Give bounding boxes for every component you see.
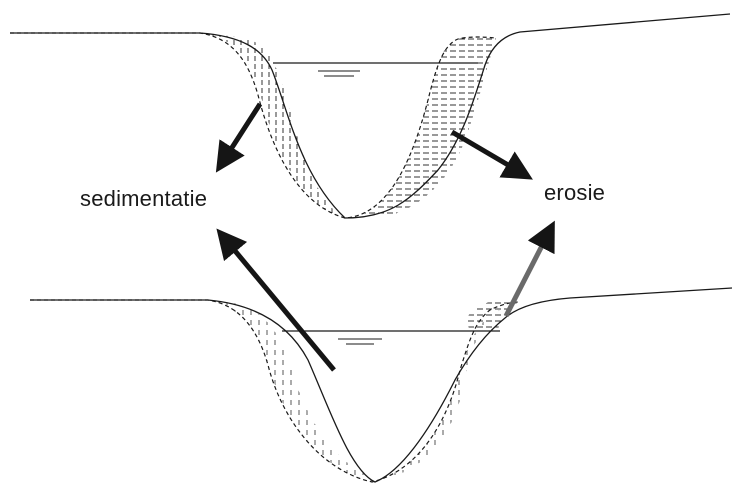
- bottom-water-level-symbol: [338, 339, 382, 344]
- top-water-level-symbol: [318, 71, 360, 76]
- bottom-old-bed-line: [30, 300, 520, 482]
- arrow-top-to-sedimentation: [224, 104, 260, 160]
- erosion-label: erosie: [544, 180, 605, 206]
- arrow-top-to-erosion: [452, 132, 520, 172]
- bottom-new-bed-line: [30, 288, 732, 482]
- sedimentation-label: sedimentatie: [80, 186, 207, 212]
- bottom-deposition-zone: [210, 300, 500, 482]
- bottom-cross-section: [30, 288, 732, 482]
- arrow-bottom-to-erosion: [506, 234, 548, 316]
- top-deposition-zone: [205, 34, 345, 218]
